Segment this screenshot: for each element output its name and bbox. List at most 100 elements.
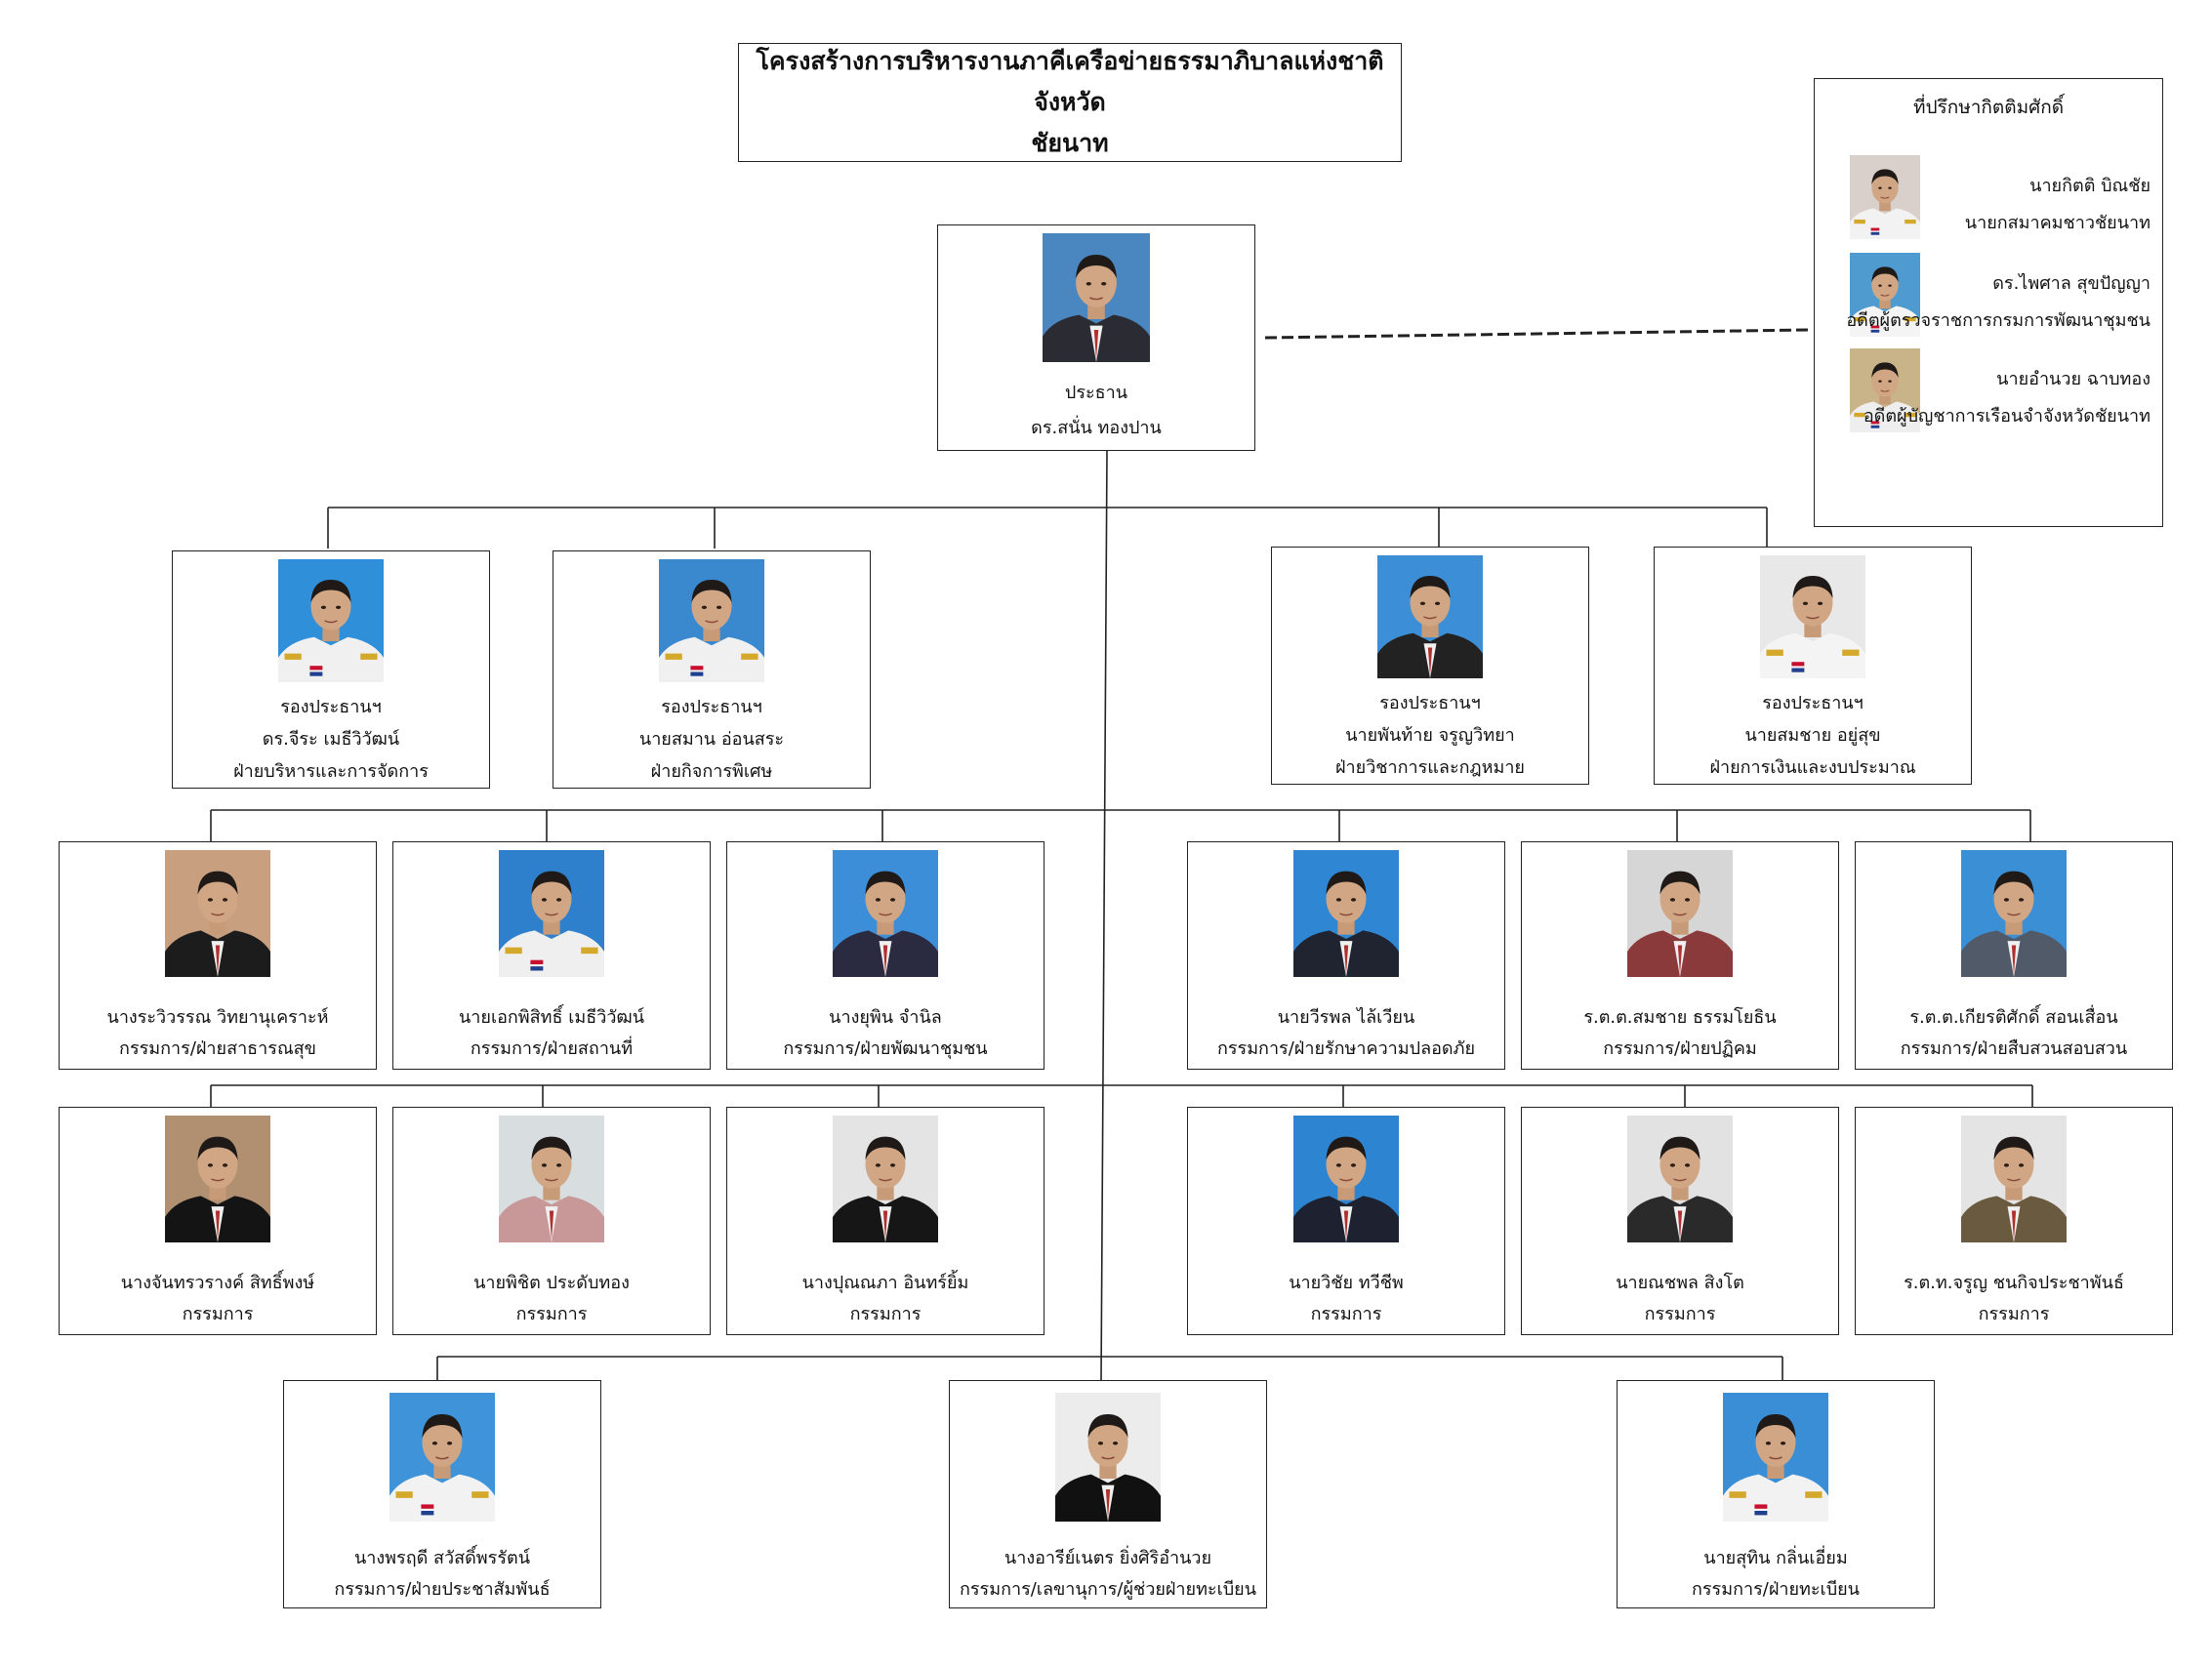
portrait-photo [165,850,270,977]
vice-president-box-2: รองประธานฯนายสมาน อ่อนสระฝ่ายกิจการพิเศษ [553,550,871,789]
row3-member-box-3: นายสุทิน กลิ่นเอี่ยมกรรมการ/ฝ่ายทะเบียน [1617,1380,1935,1608]
person-portrait-icon [499,850,604,977]
portrait-photo [499,850,604,977]
advisor-photo-1 [1850,155,1920,239]
row3-member-box-2: นางอารีย์เนตร ยิ่งศิริอำนวยกรรมการ/เลขาน… [949,1380,1267,1608]
row1-member-box-6: ร.ต.ต.เกียรติศักดิ์ สอนเสื่อนกรรมการ/ฝ่า… [1855,841,2173,1070]
member-role: กรรมการ [1310,1304,1382,1324]
person-portrait-icon [833,850,938,977]
row2-member-box-3: นางปุณณภา อินทร์ยิ้มกรรมการ [726,1107,1045,1335]
main-trunk-line [1100,450,1108,1381]
row1-member-box-2: นายเอกพิสิทธิ์ เมธีวิวัฒน์กรรมการ/ฝ่ายสถ… [392,841,711,1070]
row2-member-box-2: นายพิชิต ประดับทองกรรมการ [392,1107,711,1335]
member-name: ร.ต.ต.เกียรติศักดิ์ สอนเสื่อน [1909,1007,2118,1028]
advisor-role: นายกสมาคมชาวชัยนาท [1964,213,2151,233]
member-name: ร.ต.ต.สมชาย ธรรมโยธิน [1583,1007,1777,1028]
portrait-photo [389,1393,495,1522]
member-role: กรรมการ [849,1304,922,1324]
member-name: ร.ต.ท.จรูญ ชนกิจประชาพันธ์ [1904,1273,2124,1293]
portrait-photo [1723,1393,1828,1522]
vp-department: ฝ่ายการเงินและงบประมาณ [1709,757,1916,778]
portrait-photo [1627,1116,1733,1242]
president-title: ประธาน [1064,383,1128,403]
member-role: กรรมการ/ฝ่ายรักษาความปลอดภัย [1216,1038,1476,1059]
vice-president-box-3: รองประธานฯนายพันท้าย จรูญวิทยาฝ่ายวิชากา… [1271,547,1589,785]
portrait-photo [1293,850,1399,977]
person-portrait-icon [1850,348,1920,432]
row2-member-box-5: นายณชพล สิงโตกรรมการ [1521,1107,1839,1335]
member-name: นางพรฤดี สวัสดิ์พรรัตน์ [353,1548,530,1568]
vp-department: ฝ่ายวิชาการและกฎหมาย [1335,757,1525,778]
portrait-photo [1760,555,1865,678]
vp-name: นายสมาน อ่อนสระ [638,729,785,750]
member-name: นางอารีย์เนตร ยิ่งศิริอำนวย [1004,1548,1212,1568]
person-portrait-icon [1293,850,1399,977]
advisor-role: อดีตผู้ตรวจราชการกรมการพัฒนาชุมชน [1846,310,2151,331]
person-portrait-icon [1961,850,2067,977]
portrait-photo [659,559,764,682]
person-portrait-icon [1377,555,1483,678]
advisor-photo-2 [1850,253,1920,337]
row2-member-box-1: นางจันทรวรางค์ สิทธิ์พงษ์กรรมการ [59,1107,377,1335]
member-name: นางปุณณภา อินทร์ยิ้ม [801,1273,969,1293]
portrait-photo [1627,850,1733,977]
advisor-role: อดีตผู้บัญชาการเรือนจำจังหวัดชัยนาท [1863,406,2151,427]
portrait-photo [165,1116,270,1242]
portrait-photo [833,850,938,977]
person-portrait-icon [1293,1116,1399,1242]
person-portrait-icon [659,559,764,682]
member-role: กรรมการ/ฝ่ายสถานที่ [470,1038,634,1059]
person-portrait-icon [1627,1116,1733,1242]
person-portrait-icon [278,559,384,682]
member-name: นายเอกพิสิทธิ์ เมธีวิวัฒน์ [458,1007,645,1028]
person-portrait-icon [165,1116,270,1242]
president-name: ดร.สนั่น ทองปาน [1031,418,1162,438]
portrait-photo [499,1116,604,1242]
row3-member-box-1: นางพรฤดี สวัสดิ์พรรัตน์กรรมการ/ฝ่ายประชา… [283,1380,601,1608]
honorary-advisors-box: ที่ปรึกษากิตติมศักดิ์ นายกิตติ บิณชัยนาย… [1814,78,2163,527]
vp-name: นายพันท้าย จรูญวิทยา [1345,725,1515,746]
row1-member-box-3: นางยุพิน จำนิลกรรมการ/ฝ่ายพัฒนาชุมชน [726,841,1045,1070]
advisor-name: นายกิตติ บิณชัย [2029,176,2151,196]
vp-title: รองประธานฯ [280,697,382,717]
vp-title: รองประธานฯ [1762,693,1864,713]
member-name: นางจันทรวรางค์ สิทธิ์พงษ์ [120,1273,315,1293]
person-portrait-icon [1043,233,1150,362]
portrait-photo [1961,850,2067,977]
member-name: นางยุพิน จำนิล [829,1007,942,1028]
vp-title: รองประธานฯ [1379,693,1481,713]
vp-department: ฝ่ายบริหารและการจัดการ [233,761,429,782]
vp-title: รองประธานฯ [661,697,762,717]
advisors-heading: ที่ปรึกษากิตติมศักดิ์ [1912,97,2065,118]
row1-member-box-4: นายวีรพล ไล้เวียนกรรมการ/ฝ่ายรักษาความปล… [1187,841,1505,1070]
member-role: กรรมการ/ฝ่ายสืบสวนสอบสวน [1900,1038,2128,1059]
person-portrait-icon [499,1116,604,1242]
person-portrait-icon [1055,1393,1161,1522]
portrait-photo [1055,1393,1161,1522]
person-portrait-icon [1627,850,1733,977]
row1-member-box-5: ร.ต.ต.สมชาย ธรรมโยธินกรรมการ/ฝ่ายปฏิคม [1521,841,1839,1070]
person-portrait-icon [1723,1393,1828,1522]
portrait-photo [278,559,384,682]
row2-member-box-4: นายวิชัย ทวีชีพกรรมการ [1187,1107,1505,1335]
portrait-photo [1377,555,1483,678]
row2-member-box-6: ร.ต.ท.จรูญ ชนกิจประชาพันธ์กรรมการ [1855,1107,2173,1335]
row1-member-box-1: นางระวิวรรณ วิทยานุเคราะห์กรรมการ/ฝ่ายสา… [59,841,377,1070]
person-portrait-icon [833,1116,938,1242]
advisor-name: นายอำนวย ฉาบทอง [1996,369,2151,389]
member-role: กรรมการ/ฝ่ายสาธารณสุข [119,1038,316,1059]
member-name: นางระวิวรรณ วิทยานุเคราะห์ [106,1007,329,1028]
chart-title-line-1: โครงสร้างการบริหารงานภาคีเครือข่ายธรรมาภ… [756,47,1384,116]
portrait-photo [1961,1116,2067,1242]
member-name: นายวีรพล ไล้เวียน [1277,1007,1415,1028]
member-role: กรรมการ/ฝ่ายปฏิคม [1603,1038,1757,1059]
advisor-photo-3 [1850,348,1920,432]
member-role: กรรมการ/ฝ่ายทะเบียน [1691,1579,1860,1600]
member-role: กรรมการ [182,1304,254,1324]
vp-name: ดร.จีระ เมธีวิวัฒน์ [262,729,400,750]
vice-president-box-4: รองประธานฯนายสมชาย อยู่สุขฝ่ายการเงินและ… [1654,547,1972,785]
portrait-photo [1293,1116,1399,1242]
person-portrait-icon [1760,555,1865,678]
